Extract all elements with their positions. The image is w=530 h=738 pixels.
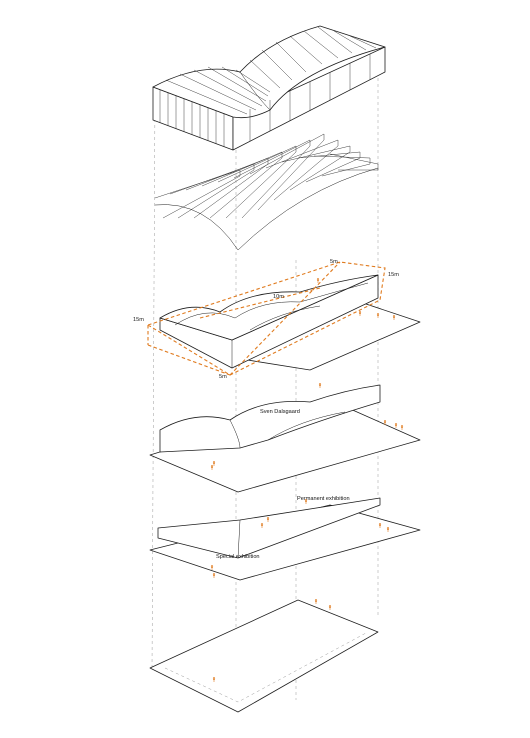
person-figure-icon	[400, 425, 404, 430]
roof-ridge	[239, 71, 271, 111]
label-permanent-exhibition: Permanent exhibition	[297, 496, 350, 502]
volume-ramp	[249, 305, 321, 331]
person-figure-icon	[383, 420, 387, 425]
person-figure-icon	[212, 461, 216, 466]
roof-surface	[152, 25, 386, 119]
person-figure-icon	[266, 517, 270, 522]
roof-seams	[165, 26, 377, 115]
upper-level-fold	[229, 419, 241, 449]
person-figure-icon	[260, 523, 264, 528]
volume-layer: 5m 15m 10m 15m 5m	[133, 259, 421, 380]
person-figure-icon	[212, 677, 216, 682]
person-figures	[210, 278, 404, 682]
truss-rib	[249, 133, 325, 211]
fascia-cladding	[159, 54, 371, 147]
person-figure-icon	[328, 605, 332, 610]
volume-inner-edge	[174, 282, 369, 326]
truss-rib	[265, 139, 339, 201]
person-figure-icon	[314, 599, 318, 604]
person-figure-icon	[210, 565, 214, 570]
dim-label-bottom: 5m	[219, 374, 227, 380]
alignment-guides	[151, 60, 379, 712]
person-figure-icon	[394, 423, 398, 428]
truss-rib	[329, 153, 379, 171]
ground-layer	[149, 599, 379, 713]
roof-fascia-right	[232, 46, 386, 151]
volume-top	[159, 274, 379, 341]
upper-level-ramp	[267, 411, 346, 441]
truss-rib	[201, 151, 283, 219]
label-special-exhibition: Special exhibition	[216, 554, 260, 560]
dim-label-center: 10m	[273, 294, 284, 300]
dim-label-right: 15m	[388, 272, 399, 278]
person-figure-icon	[376, 313, 380, 318]
person-figure-icon	[316, 278, 320, 283]
label-sven-dalsgaard: Sven Dalsgaard	[260, 409, 300, 415]
person-figure-icon	[358, 311, 362, 316]
truss-rib	[297, 151, 361, 183]
exhibition-level-layer: Permanent exhibition Special exhibition	[149, 496, 421, 581]
person-figure-icon	[304, 499, 308, 504]
person-figure-icon	[386, 527, 390, 532]
person-figure-icon	[318, 383, 322, 388]
roof-layer	[152, 25, 386, 151]
dim-label-top-right: 5m	[330, 259, 338, 265]
person-figure-icon	[212, 573, 216, 578]
truss-chord-lower	[154, 204, 239, 251]
dim-label-left: 15m	[133, 317, 144, 323]
truss-chord-upper	[237, 167, 379, 251]
truss-layer	[154, 133, 379, 251]
ground-plane	[149, 599, 379, 713]
dimension-envelope	[147, 261, 386, 376]
upper-level-layer: Sven Dalsgaard	[149, 384, 421, 493]
upper-level-volume	[159, 384, 381, 453]
person-figure-icon	[392, 315, 396, 320]
truss-rib	[169, 163, 255, 219]
person-figure-icon	[378, 523, 382, 528]
truss-rib	[281, 145, 351, 191]
ground-footprint	[164, 632, 367, 703]
person-figure-icon	[210, 465, 214, 470]
exhibition-level-corner	[237, 519, 241, 559]
truss-rib	[233, 139, 311, 219]
